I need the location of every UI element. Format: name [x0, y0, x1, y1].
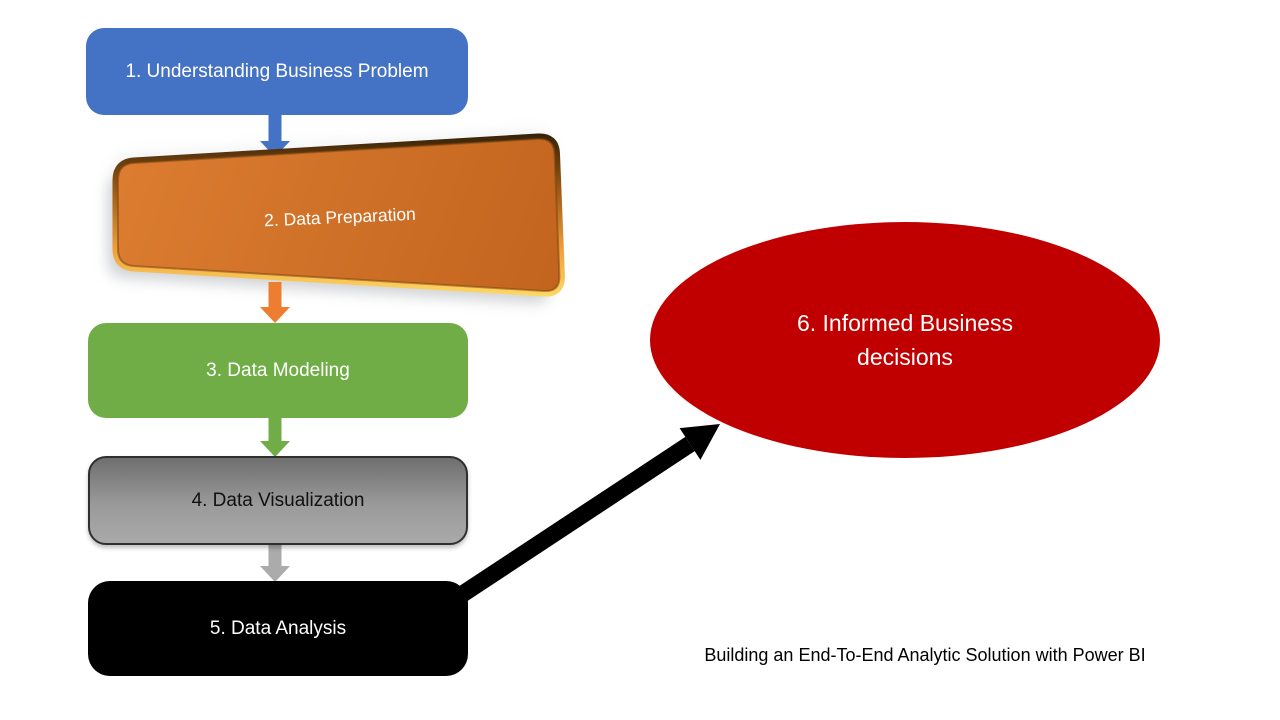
diagonal-arrow-5-6-head: [679, 424, 720, 460]
step-5-label: 5. Data Analysis: [209, 617, 347, 639]
outcome-label-line1: 6. Informed Business: [796, 310, 1014, 336]
step-4-box: 4. Data Visualization: [88, 456, 468, 545]
step-1-box: 1. Understanding Business Problem: [86, 28, 468, 115]
step-3-box: 3. Data Modeling: [88, 323, 468, 418]
down-arrow-3-4: [260, 416, 290, 457]
step-2-box: 2. Data Preparation: [123, 156, 557, 280]
down-arrow-4-5: [260, 543, 290, 582]
step-3-label: 3. Data Modeling: [206, 359, 350, 381]
outcome-label-line2: decisions: [857, 344, 953, 370]
slide-caption: Building an End-To-End Analytic Solution…: [704, 645, 1146, 665]
step-5-box: 5. Data Analysis: [88, 581, 468, 676]
down-arrow-1-2: [260, 113, 290, 157]
diagonal-arrow-5-6-shaft: [447, 436, 695, 609]
outcome-ellipse: 6. Informed Business decisions: [650, 222, 1160, 458]
step-1-label: 1. Understanding Business Problem: [125, 60, 429, 82]
step-4-label: 4. Data Visualization: [191, 489, 365, 511]
step-2-label: 2. Data Preparation: [263, 203, 417, 231]
step-2-face: [117, 137, 561, 293]
down-arrow-2-3: [260, 282, 290, 323]
